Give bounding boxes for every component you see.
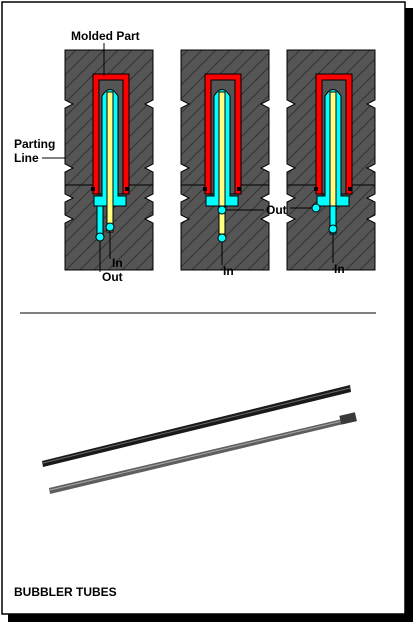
seal-2a <box>203 187 207 191</box>
label-out-1: Out <box>102 270 123 284</box>
outlet-bubble-1 <box>95 232 105 242</box>
label-out-2: Out <box>266 203 287 217</box>
inlet-bubble-3 <box>328 224 338 234</box>
bubbler-tubes-photo <box>42 385 357 494</box>
label-in-1: In <box>112 256 123 270</box>
seal-3b <box>348 187 352 191</box>
inlet-bubble-2 <box>217 233 227 243</box>
inlet-bubble-1 <box>105 222 115 232</box>
seal-3a <box>314 187 318 191</box>
label-in-3: In <box>334 262 345 276</box>
label-parting-line-1: Parting <box>14 137 55 151</box>
seal-1b <box>125 187 129 191</box>
seal-1a <box>91 187 95 191</box>
outlet-bubble-3 <box>311 203 321 213</box>
mold-diagram-2 <box>180 49 270 271</box>
seal-2b <box>237 187 241 191</box>
mold-diagram-3 <box>286 49 376 271</box>
label-molded-part: Molded Part <box>71 29 140 43</box>
mold-diagram-1 <box>64 49 154 271</box>
outlet-bubble-2 <box>217 205 227 215</box>
bubbler-tube-1 <box>106 91 114 233</box>
caption: BUBBLER TUBES <box>14 585 117 599</box>
outlet-port-1 <box>96 205 104 235</box>
label-in-2: In <box>223 264 234 278</box>
label-parting-line-2: Line <box>14 151 39 165</box>
